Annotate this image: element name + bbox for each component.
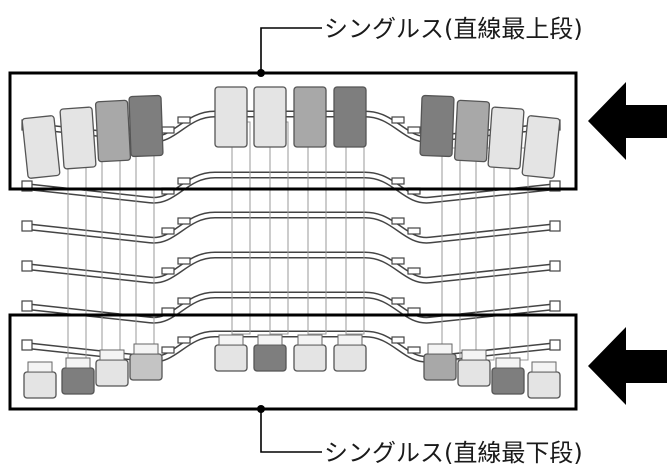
rail-connector-3-0 xyxy=(161,267,175,275)
top-row-highlight-box xyxy=(8,71,578,191)
top-row-tiles xyxy=(21,86,561,179)
bottom-tile-5 xyxy=(253,344,287,372)
rail-connector-3-3 xyxy=(407,267,421,275)
top-tile-7 xyxy=(333,86,367,148)
rail-connector-5-2 xyxy=(391,336,405,344)
bottom-tile-clip-9 xyxy=(461,349,487,361)
rail-end-right-4 xyxy=(549,300,561,312)
rail-connector-3-1 xyxy=(177,257,191,265)
bottom-tile-4 xyxy=(214,344,248,372)
rail-end-right-5 xyxy=(549,339,561,351)
rail-connector-4-1 xyxy=(177,297,191,305)
bottom-tile-clip-1 xyxy=(65,357,91,369)
top-tile-5 xyxy=(253,86,287,148)
top-row-arrow-icon xyxy=(588,82,667,160)
bottom-tile-3 xyxy=(129,353,163,381)
rail-end-right-2 xyxy=(549,220,561,232)
bottom-tile-7 xyxy=(333,344,367,372)
bottom-tile-clip-6 xyxy=(297,334,323,346)
rail-fill-3 xyxy=(29,253,553,283)
rail-connector-0-2 xyxy=(391,116,405,124)
rail-connector-2-2 xyxy=(391,217,405,225)
rail-end-left-5 xyxy=(21,339,33,351)
upright-5 xyxy=(307,121,327,335)
rail-fill-1 xyxy=(29,173,553,203)
bottom-tile-clip-4 xyxy=(218,334,244,346)
rail-connector-2-3 xyxy=(407,227,421,235)
upright-1 xyxy=(101,147,121,361)
upright-9 xyxy=(509,147,529,361)
top-tile-11 xyxy=(521,115,561,179)
top-callout-dot xyxy=(257,69,265,77)
rail-connector-3-2 xyxy=(391,257,405,265)
upright-2 xyxy=(135,147,155,361)
bottom-tile-10 xyxy=(491,367,525,395)
rail-connector-0-0 xyxy=(161,126,175,134)
rail-connector-4-3 xyxy=(407,307,421,315)
rail-end-left-1 xyxy=(21,180,33,192)
bottom-tile-clip-2 xyxy=(99,349,125,361)
bottom-callout-leader xyxy=(260,409,322,453)
bottom-tile-clip-8 xyxy=(427,343,453,355)
top-tile-0 xyxy=(21,115,61,179)
rail-end-left-4 xyxy=(21,300,33,312)
rail-end-right-1 xyxy=(549,180,561,192)
top-tile-10 xyxy=(487,106,525,170)
upright-3 xyxy=(231,121,251,335)
bottom-tile-6 xyxy=(293,344,327,372)
rail-connector-4-0 xyxy=(161,307,175,315)
bottom-tile-clip-7 xyxy=(337,334,363,346)
upright-8 xyxy=(475,147,495,361)
rail-fill-4 xyxy=(29,293,553,323)
rail-connector-5-1 xyxy=(177,336,191,344)
upright-7 xyxy=(441,147,461,361)
rail-connector-2-0 xyxy=(161,227,175,235)
rail-end-right-3 xyxy=(549,260,561,272)
bottom-tile-clip-0 xyxy=(27,361,53,373)
rail-connector-0-3 xyxy=(407,126,421,134)
top-tile-2 xyxy=(94,99,132,163)
bottom-callout-dot xyxy=(257,405,265,413)
top-tile-4 xyxy=(214,86,248,148)
shelf-rails xyxy=(21,110,561,363)
rail-connector-1-2 xyxy=(391,177,405,185)
bottom-tile-clip-5 xyxy=(257,334,283,346)
bottom-row-tiles xyxy=(23,334,561,399)
bottom-tile-clip-10 xyxy=(495,357,521,369)
top-tile-6 xyxy=(293,86,327,148)
bottom-row-arrow-icon xyxy=(588,327,667,405)
rail-connector-0-1 xyxy=(177,116,191,124)
upright-0 xyxy=(67,147,87,361)
bottom-row-highlight-box xyxy=(8,313,578,411)
bottom-tile-clip-3 xyxy=(133,343,159,355)
rail-fill-0 xyxy=(29,112,553,142)
top-tile-8 xyxy=(419,94,455,158)
bottom-tile-8 xyxy=(423,353,457,381)
bottom-tile-0 xyxy=(23,371,57,399)
rail-end-left-3 xyxy=(21,260,33,272)
rail-connector-5-3 xyxy=(407,346,421,354)
rail-connector-1-1 xyxy=(177,177,191,185)
top-tile-1 xyxy=(59,106,97,170)
bottom-tile-11 xyxy=(527,371,561,399)
bottom-tile-1 xyxy=(61,367,95,395)
bottom-callout-label: シングルス(直線最下段) xyxy=(324,439,583,467)
top-callout-leader xyxy=(260,27,322,73)
rail-connector-4-2 xyxy=(391,297,405,305)
top-tile-3 xyxy=(128,94,164,158)
rail-fill-5 xyxy=(29,332,553,362)
rail-end-left-2 xyxy=(21,220,33,232)
top-tile-9 xyxy=(453,99,491,163)
upright-6 xyxy=(345,121,365,335)
bottom-tile-2 xyxy=(95,359,129,387)
rail-connector-5-0 xyxy=(161,346,175,354)
rail-fill-2 xyxy=(29,213,553,243)
upright-4 xyxy=(269,121,289,335)
rail-connector-2-1 xyxy=(177,217,191,225)
top-callout-label: シングルス(直線最上段) xyxy=(324,15,583,43)
bottom-tile-clip-11 xyxy=(531,361,557,373)
bottom-tile-9 xyxy=(457,359,491,387)
